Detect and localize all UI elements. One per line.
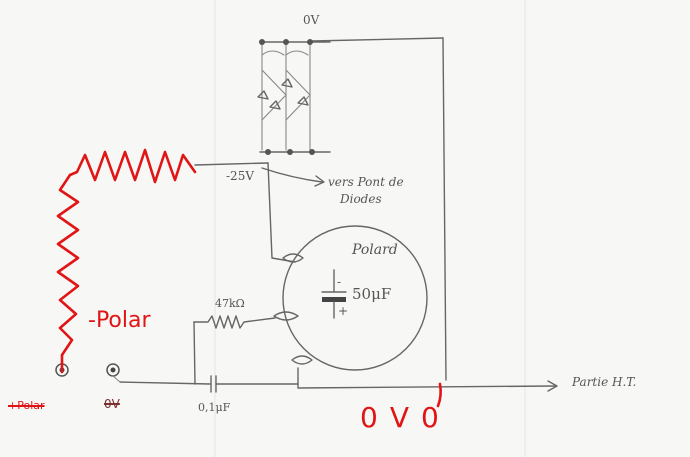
cap-value-label: 50μF [352, 285, 392, 303]
minus25-wire [194, 162, 269, 166]
minus25v-label: -25V [226, 169, 254, 183]
red-ground-mark [436, 382, 442, 408]
zero-v-terminal-label: 0V [104, 397, 120, 411]
partie-arrow [547, 380, 558, 392]
terminal-0v [106, 363, 120, 377]
red-resistor-left [56, 173, 80, 357]
right-0v-rail [442, 37, 447, 381]
top-0v-label: 0V [303, 13, 320, 27]
red-resistor-top [68, 148, 197, 184]
polard-circle [282, 225, 428, 371]
feed-wire [267, 162, 296, 263]
resistor-47k [193, 315, 276, 329]
polard-label: Polard [352, 242, 398, 258]
minus-polar-label: -Polar [88, 308, 151, 333]
resistor-label: 47kΩ [215, 297, 245, 310]
capacitor-50uf [321, 269, 347, 319]
bottom-wire-left [119, 381, 211, 385]
bottom-wire-right [297, 367, 556, 389]
vers-pont-label: vers Pont de [328, 175, 404, 189]
top-0v-wire [311, 37, 444, 42]
diodes-label: Diodes [340, 192, 382, 206]
diode-bridge [257, 39, 331, 155]
vers-pont-arrow [261, 167, 323, 183]
resistor-vertical-wire [193, 321, 196, 385]
cap-small-label: 0,1μF [198, 401, 231, 414]
zero-v-zero-label: 0V0 [360, 401, 451, 434]
cap-plus-sign: + [338, 304, 349, 318]
partie-ht-label: Partie H.T. [572, 375, 637, 389]
plus-polar-label: +Polar [8, 399, 45, 412]
cap-minus-sign: - [337, 275, 342, 289]
